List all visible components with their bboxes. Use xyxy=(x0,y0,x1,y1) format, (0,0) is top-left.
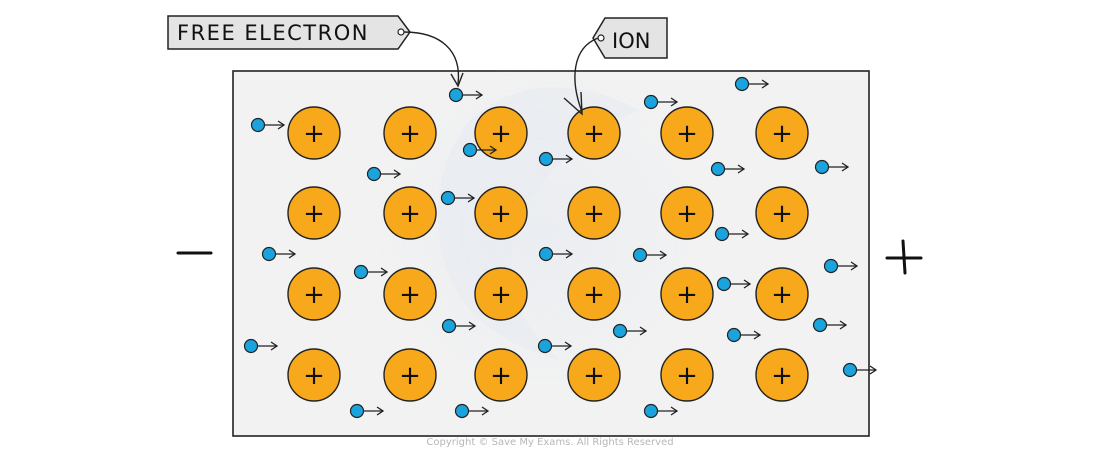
ion: + xyxy=(567,267,621,321)
ion: + xyxy=(755,267,809,321)
ion-charge-symbol: + xyxy=(676,280,698,310)
ion-charge-symbol: + xyxy=(490,361,512,391)
ion-charge-symbol: + xyxy=(490,280,512,310)
ion-charge-symbol: + xyxy=(490,199,512,229)
ion: + xyxy=(660,348,714,402)
ion-charge-symbol: + xyxy=(676,119,698,149)
ion: + xyxy=(755,348,809,402)
ion-charge-symbol: + xyxy=(303,199,325,229)
ion-lattice: + + + + + + + + + + + + + + + + + + + + + + + + xyxy=(287,106,809,402)
free-electron xyxy=(538,246,574,262)
negative-terminal-label: − xyxy=(0,0,1,1)
ion-pointer xyxy=(574,37,599,113)
free-electron xyxy=(349,403,385,419)
positive-terminal xyxy=(885,239,923,275)
free-electron xyxy=(643,403,679,419)
ion-label: ION xyxy=(612,29,650,53)
free-electron xyxy=(632,247,668,263)
free-electron xyxy=(366,166,402,182)
ion-charge-symbol: + xyxy=(303,361,325,391)
ion-charge-symbol: + xyxy=(676,199,698,229)
ion: + xyxy=(567,348,621,402)
ion: + xyxy=(660,186,714,240)
ion: + xyxy=(383,106,437,160)
free-electron xyxy=(462,142,498,158)
free-electron xyxy=(261,246,297,262)
ion-charge-symbol: + xyxy=(583,280,605,310)
ion-charge-symbol: + xyxy=(583,199,605,229)
ion-charge-symbol: + xyxy=(771,199,793,229)
free-electron xyxy=(612,323,648,339)
free-electron-label: FREE ELECTRON xyxy=(177,21,369,45)
ion-charge-symbol: + xyxy=(399,119,421,149)
ion-tag: ION xyxy=(592,17,668,59)
free-electrons xyxy=(243,76,878,419)
free-electron xyxy=(441,318,477,334)
ion-charge-symbol: + xyxy=(399,280,421,310)
ion-charge-symbol: + xyxy=(771,119,793,149)
free-electron xyxy=(842,362,878,378)
free-electron xyxy=(812,317,848,333)
free-electron xyxy=(823,258,859,274)
ion: + xyxy=(383,348,437,402)
ion: + xyxy=(755,106,809,160)
ion-charge-symbol: + xyxy=(303,119,325,149)
free-electron xyxy=(353,264,389,280)
ion-charge-symbol: + xyxy=(399,361,421,391)
ion: + xyxy=(567,186,621,240)
free-electron xyxy=(538,151,574,167)
ion: + xyxy=(660,106,714,160)
ion-charge-symbol: + xyxy=(583,361,605,391)
free-electron-tag: FREE ELECTRON xyxy=(167,15,411,50)
copyright-text: Copyright © Save My Exams. All Rights Re… xyxy=(426,437,673,448)
free-electron xyxy=(250,117,286,133)
ion: + xyxy=(474,348,528,402)
ion: + xyxy=(474,186,528,240)
ion: + xyxy=(474,106,528,160)
ion: + xyxy=(567,106,621,160)
ion: + xyxy=(287,267,341,321)
free-electron xyxy=(714,226,750,242)
free-electron xyxy=(814,159,850,175)
free-electron xyxy=(726,327,762,343)
free-electron xyxy=(716,276,752,292)
ion-charge-symbol: + xyxy=(676,361,698,391)
ion-charge-symbol: + xyxy=(771,280,793,310)
ion: + xyxy=(383,186,437,240)
free-electron xyxy=(537,338,573,354)
ion: + xyxy=(755,186,809,240)
ion: + xyxy=(287,106,341,160)
free-electron xyxy=(243,338,279,354)
ion: + xyxy=(287,348,341,402)
ion-charge-symbol: + xyxy=(490,119,512,149)
free-electron xyxy=(710,161,746,177)
free-electron xyxy=(454,403,490,419)
ion-charge-symbol: + xyxy=(771,361,793,391)
ion-charge-symbol: + xyxy=(399,199,421,229)
free-electron xyxy=(734,76,770,92)
free-electron-pointer xyxy=(403,31,460,85)
free-electron xyxy=(643,94,679,110)
ion: + xyxy=(660,267,714,321)
ion: + xyxy=(474,267,528,321)
ion-charge-symbol: + xyxy=(303,280,325,310)
free-electron xyxy=(440,190,476,206)
free-electron xyxy=(448,87,484,103)
ion-arrowhead xyxy=(563,91,583,116)
free-electron-arrowhead xyxy=(450,72,464,88)
ion: + xyxy=(287,186,341,240)
ion: + xyxy=(383,267,437,321)
ion-charge-symbol: + xyxy=(583,119,605,149)
